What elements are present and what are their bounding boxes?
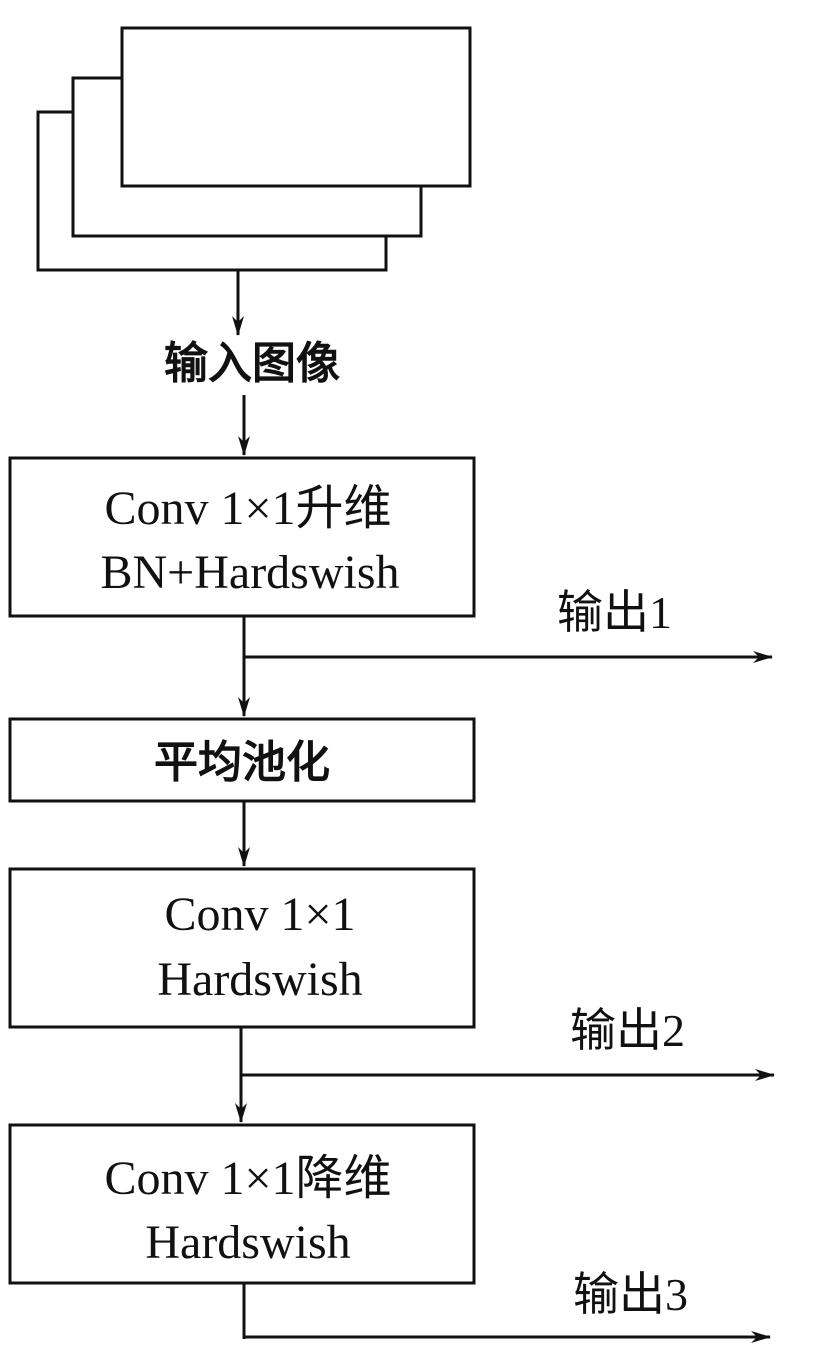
block-conv-expand-line1: Conv 1×1升维 — [104, 482, 391, 535]
block-conv-expand: Conv 1×1升维 BN+Hardswish — [8, 456, 476, 618]
block-conv-reduce-box — [8, 1123, 476, 1285]
block-conv-reduce-line2: Hardswish — [145, 1216, 350, 1269]
block-conv-expand-box — [8, 456, 476, 618]
block-conv-line1: Conv 1×1 — [164, 888, 355, 941]
block-avg-pool-label: 平均池化 — [154, 737, 330, 788]
block-conv-reduce: Conv 1×1降维 Hardswish — [8, 1123, 476, 1285]
output-2-label: 输出2 — [570, 1005, 685, 1056]
block-avg-pool-box — [8, 717, 476, 803]
block-conv-line2: Hardswish — [157, 953, 362, 1006]
output-1-label: 输出1 — [557, 587, 672, 638]
block-conv-box — [8, 867, 476, 1029]
output-3-label: 输出3 — [573, 1269, 688, 1320]
input-frame-front — [120, 26, 472, 188]
block-conv: Conv 1×1 Hardswish — [8, 867, 476, 1029]
input-image-stack — [36, 26, 472, 272]
block-conv-expand-line2: BN+Hardswish — [100, 546, 399, 599]
input-image-label: 输入图像 — [164, 338, 340, 389]
block-avg-pool: 平均池化 — [8, 717, 476, 803]
block-conv-reduce-line1: Conv 1×1降维 — [104, 1152, 391, 1205]
